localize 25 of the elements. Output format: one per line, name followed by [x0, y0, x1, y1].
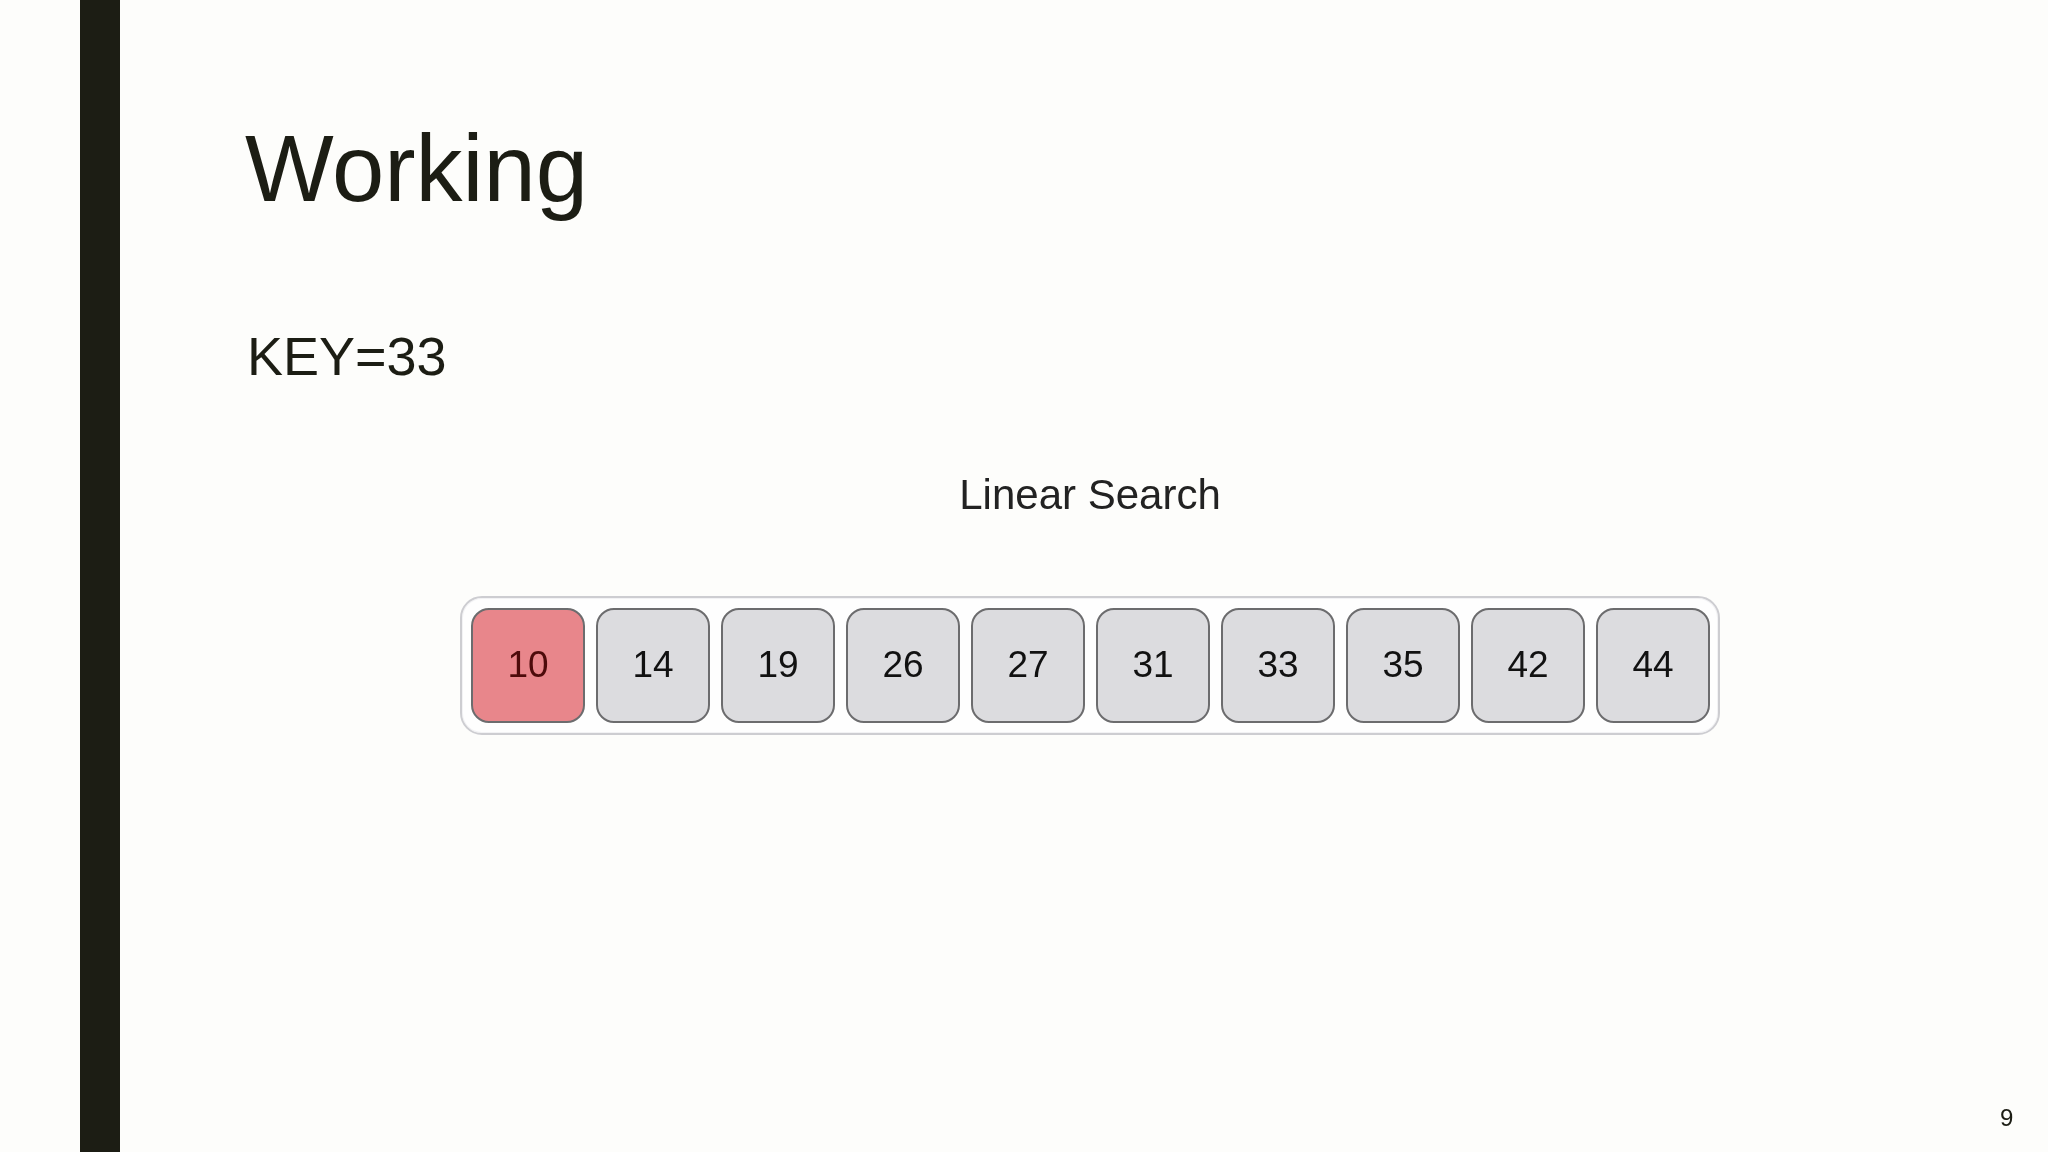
- cell-value: 42: [1507, 643, 1549, 688]
- animation-heading: Linear Search: [959, 470, 1221, 520]
- current-array-cell: [471, 608, 585, 723]
- array-cell: [1471, 608, 1585, 723]
- cell-value: 26: [882, 643, 924, 688]
- cell-value: 33: [1257, 643, 1299, 688]
- cell-value: 27: [1007, 643, 1049, 688]
- array-cell: [596, 608, 710, 723]
- page-number: 9: [2000, 1104, 2014, 1133]
- array-cell: [971, 608, 1085, 723]
- cell-value: 44: [1632, 643, 1674, 688]
- cell-value: 14: [632, 643, 674, 688]
- cell-value: 19: [757, 643, 799, 688]
- array-cell: [846, 608, 960, 723]
- array-cell: [721, 608, 835, 723]
- array-cell: [1596, 608, 1710, 723]
- array-cell: [1221, 608, 1335, 723]
- slide-title: Working: [245, 115, 589, 223]
- array-frame: [460, 596, 1720, 735]
- cell-value: 31: [1132, 643, 1174, 688]
- array-cell: [1096, 608, 1210, 723]
- key-value-text: KEY=33: [247, 325, 447, 388]
- array-cell: [1346, 608, 1460, 723]
- cell-value: 35: [1382, 643, 1424, 688]
- cell-value: 10: [507, 643, 549, 688]
